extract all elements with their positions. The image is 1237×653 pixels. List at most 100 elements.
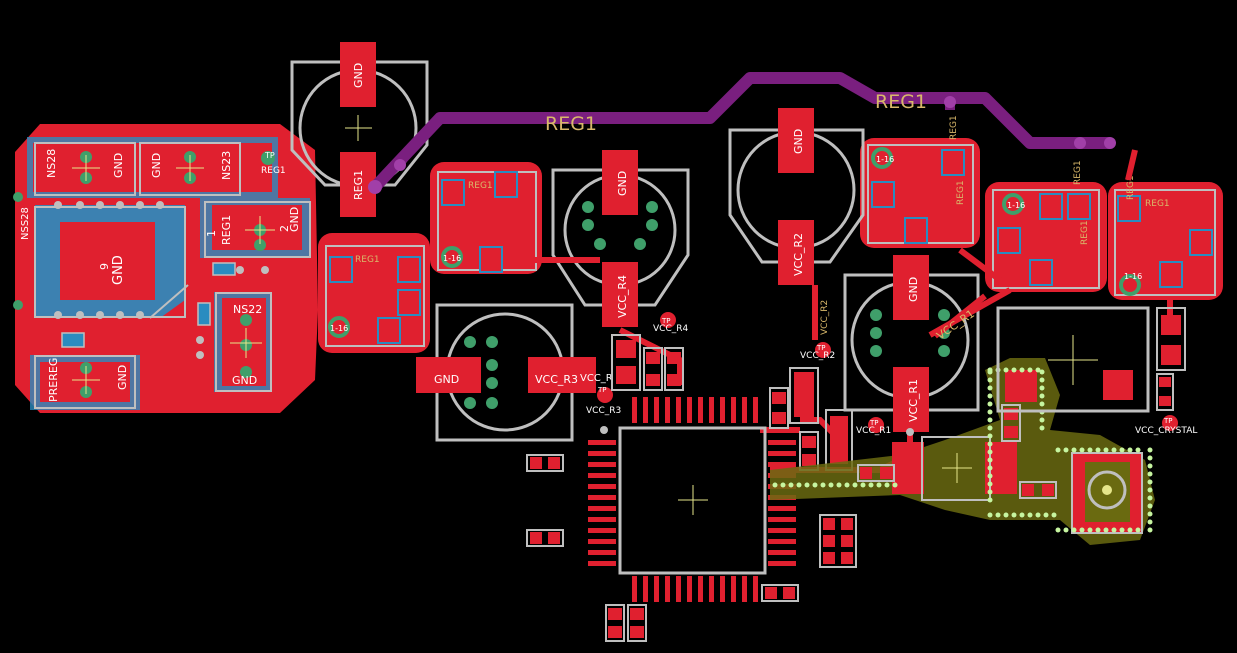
reg1-route[interactable]: REG1 REG1 (368, 72, 1116, 194)
crystal-ground-zone[interactable] (770, 335, 1155, 545)
qfp-pin (768, 550, 796, 555)
stitching-via (812, 482, 818, 488)
regulator-module-3[interactable]: 1-16 REG1 REG1 (860, 115, 980, 248)
qfp-pin (588, 451, 616, 456)
stitching-via (1127, 527, 1133, 533)
tp-vcc-r2-label: VCC_R2 (800, 351, 835, 361)
tp-reg1-label-left: REG1 (261, 166, 286, 176)
vcc-r1-label: VCC_R1 (907, 379, 920, 422)
qfp-pin (588, 506, 616, 511)
qfp-pin (720, 397, 725, 423)
stitching-via (1147, 527, 1153, 533)
stitching-via (1147, 471, 1153, 477)
regulator-module-2[interactable]: REG1 1-16 (430, 162, 542, 274)
qfp-pin (687, 397, 692, 423)
stitching-via (1087, 527, 1093, 533)
reg1-mod1-label: REG1 (355, 255, 380, 265)
stitching-via (1147, 495, 1153, 501)
gnd-label-c2: GND (792, 129, 805, 154)
stitching-via (1039, 401, 1045, 407)
stitching-via (987, 441, 993, 447)
mod1-pad-label: 1-16 (330, 324, 348, 333)
test-point-vcc-r2[interactable]: TP VCC_R2 (800, 342, 835, 361)
stitching-via (987, 385, 993, 391)
stitching-via (1035, 512, 1041, 518)
stitching-via (1095, 447, 1101, 453)
stitching-via (1079, 447, 1085, 453)
gnd-label-4: GND (116, 365, 129, 390)
gnd-label-c1: GND (352, 63, 365, 88)
ns28-label: NS28 (45, 149, 58, 178)
stitching-via (860, 482, 866, 488)
qfp-pin (709, 576, 714, 602)
stitching-via (1027, 512, 1033, 518)
stitching-via (772, 482, 778, 488)
qfp-pin (588, 528, 616, 533)
stitching-via (1027, 367, 1033, 373)
tp-r1-label: TP (869, 419, 879, 427)
mod2-pad-label: 1-16 (443, 254, 461, 263)
reg1-mod4-label-b: REG1 (1080, 220, 1090, 245)
stitching-via (1147, 519, 1153, 525)
qfp-pin (588, 539, 616, 544)
regulator-module-1[interactable]: REG1 1-16 (318, 233, 430, 353)
qfp-pin (588, 517, 616, 522)
regulator-module-5[interactable]: 1-16 REG1 REG1 (1108, 175, 1223, 300)
regulator-module-4[interactable]: 1-16 REG1 REG1 (985, 160, 1107, 292)
gnd-label-1: GND (112, 153, 125, 178)
stitching-via (987, 401, 993, 407)
stitching-via (1063, 447, 1069, 453)
stitching-via (1127, 447, 1133, 453)
reg1-trace-label-left: REG1 (545, 113, 597, 135)
qfp-pin (588, 462, 616, 467)
qfp-pin (588, 561, 616, 566)
stitching-via (1111, 447, 1117, 453)
vcc-r3-label: VCC_R3 (535, 373, 578, 386)
qfp-pin (753, 397, 758, 423)
nine-label: 9 (98, 263, 111, 270)
test-point-vcc-r3[interactable]: TP VCC_R3 (586, 386, 621, 416)
stitching-via (1103, 527, 1109, 533)
stitching-via (987, 481, 993, 487)
stitching-via (1147, 447, 1153, 453)
stitching-via (836, 482, 842, 488)
test-point-vcc-crystal[interactable]: TP VCC_CRYSTAL (1135, 415, 1197, 436)
stitching-via (987, 393, 993, 399)
qfp-pin (643, 576, 648, 602)
gnd-label-big: GND (111, 255, 126, 285)
test-point-vcc-r1[interactable]: TP VCC_R1 (856, 417, 891, 436)
qfp-pin (742, 397, 747, 423)
stitching-via (844, 482, 850, 488)
crystal-connector[interactable] (1071, 452, 1143, 534)
two-label: 2 (278, 225, 291, 232)
stitching-via (987, 369, 993, 375)
stitching-via (1055, 447, 1061, 453)
stitching-via (1055, 527, 1061, 533)
qfp-pin (742, 576, 747, 602)
reg1-mod3-label-b: REG1 (956, 180, 966, 205)
stitching-via (995, 512, 1001, 518)
ns23-label: NS23 (220, 151, 233, 180)
capacitor-c4[interactable]: GND VCC_R4 (551, 150, 690, 327)
stitching-via (1147, 503, 1153, 509)
stitching-via (828, 482, 834, 488)
tp-vcc-r1-label: VCC_R1 (856, 426, 891, 436)
capacitor-c3[interactable]: GND VCC_R3 VCC_R (416, 303, 613, 442)
qfp-pin (665, 397, 670, 423)
test-point-vcc-r4[interactable]: TP VCC_R4 (653, 312, 688, 334)
capacitor-c2[interactable]: GND VCC_R2 (728, 108, 865, 285)
mod4-pad-label: 1-16 (1007, 201, 1025, 210)
left-power-block[interactable]: NS28 GND GND NS23 NSS28 GND 9 REG1 GND 1… (13, 124, 318, 413)
capacitor-c5[interactable]: GND VCC_R1 (843, 255, 980, 432)
passive-components[interactable] (526, 307, 1186, 642)
stitching-via (987, 497, 993, 503)
stitching-via (1135, 447, 1141, 453)
tp-r4-label: TP (661, 317, 671, 325)
qfp-pin (654, 576, 659, 602)
qfp-pin (687, 576, 692, 602)
stitching-via (987, 473, 993, 479)
tp-r2-label: TP (816, 344, 826, 352)
reg1-mod5-label-b: REG1 (1126, 175, 1136, 200)
module-outline-right (996, 306, 1150, 413)
